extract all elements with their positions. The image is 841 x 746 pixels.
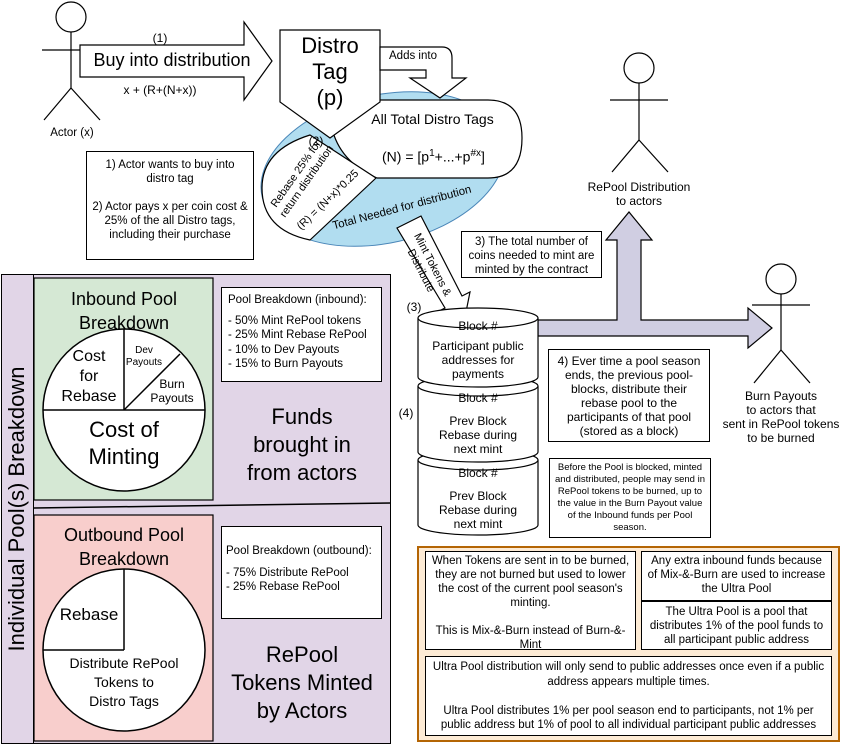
side-label-column: [1, 274, 34, 744]
distro-tag-title: Distro Tag (p): [301, 33, 359, 110]
outbound-breakdown-title: Pool Breakdown (outbound):: [226, 545, 372, 557]
inbound-title: Inbound Pool Breakdown: [70, 289, 178, 333]
pie-label-dev-payouts: Dev Payouts: [125, 345, 163, 368]
mint-tokens-arrow: [396, 215, 471, 323]
inbound-breakdown-title: Pool Breakdown (inbound):: [228, 294, 367, 306]
ultra-distribution-note: Ultra Pool distribution will only send t…: [425, 656, 832, 736]
inbound-breakdown-box: Pool Breakdown (inbound): - 50% Mint ReP…: [221, 287, 382, 382]
buy-arrow-label: Buy into distribution: [93, 50, 251, 70]
step-4-marker: (4): [398, 406, 414, 420]
all-total-distro-tags-title: All Total Distro Tags: [371, 111, 494, 127]
repool-distribution-arrow: [537, 211, 773, 350]
ultra-pool-note: The Ultra Pool is a pool that distribute…: [641, 601, 832, 650]
outbound-item: - 75% Distribute RePool: [226, 566, 349, 579]
block-cylinders: [417, 307, 539, 536]
pie-label-distribute-repool: Distribute RePool Tokens to Distro Tags: [69, 655, 179, 709]
note-burn: Before the Pool is blocked, minted and d…: [549, 458, 711, 538]
formula-sup-2: #x: [470, 148, 482, 159]
step-2-marker: (2): [308, 134, 324, 148]
block-2-body: Prev Block Rebase during next mint: [438, 414, 518, 456]
adds-into-label: Adds into: [389, 50, 437, 62]
outbound-breakdown-box: Pool Breakdown (outbound): - 75% Distrib…: [221, 526, 382, 619]
inbound-item: - 15% to Burn Payouts: [228, 358, 344, 370]
burn-actor-icon: [752, 263, 811, 384]
outbound-pie: [42, 568, 206, 732]
buy-formula: x + (R+(N+x)): [123, 83, 197, 97]
block-1-header: Block #: [458, 319, 498, 333]
formula-mid: +...+p: [434, 148, 471, 165]
inbound-caption: Funds brought in from actors: [246, 404, 358, 485]
mix-and-burn-note: When Tokens are sent in to be burned, th…: [425, 551, 636, 651]
outbound-caption: RePool Tokens Minted by Actors: [231, 642, 373, 723]
distro-tag-shape: [279, 29, 381, 139]
inbound-item: - 50% Mint RePool tokens: [228, 314, 361, 327]
step-3-marker: (3): [406, 300, 422, 314]
inbound-pie: [42, 328, 206, 492]
pie-label-rebase: Rebase: [59, 605, 119, 624]
block-1-body: Participant public addresses for payment…: [432, 339, 524, 381]
block-3-header: Block #: [458, 466, 498, 480]
repool-actor-icon: [610, 52, 669, 173]
note-steps-1-2: 1) Actor wants to buy into distro tag 2)…: [86, 151, 254, 260]
note-step-4: 4) Ever time a pool season ends, the pre…: [548, 349, 710, 442]
formula-sup-1: 1: [429, 148, 435, 159]
repool-actor-label: RePool Distribution to actors: [587, 180, 691, 208]
note-step-3: 3) The total number of coins needed to m…: [461, 231, 602, 278]
block-3-body: Prev Block Rebase during next mint: [438, 489, 518, 531]
formula-prefix: (N) = [p: [382, 148, 430, 165]
extra-funds-note: Any extra inbound funds because of Mix-&…: [641, 551, 832, 601]
outbound-item: - 25% Rebase RePool: [226, 581, 340, 593]
burn-actor-label: Burn Payouts to actors that sent in RePo…: [722, 389, 840, 445]
adds-into-arrow: [379, 46, 468, 99]
inbound-item: - 10% to Dev Payouts: [228, 343, 340, 356]
outbound-title: Outbound Pool Breakdown: [63, 525, 185, 569]
inbound-item: - 25% Mint Rebase RePool: [228, 329, 367, 341]
formula-suffix: ]: [481, 148, 485, 165]
actor-label: Actor (x): [50, 127, 94, 139]
total-tags-formula: (N) = [p1+...+p#x]: [382, 148, 485, 165]
pie-label-burn-payouts: Burn Payouts: [150, 377, 194, 405]
all-total-distro-tags-shape: [329, 99, 523, 179]
rebase-shape: [261, 134, 377, 241]
buy-arrow: [79, 20, 273, 102]
pie-label-cost-of-minting: Cost of Minting: [88, 417, 160, 469]
panel-divider: [33, 502, 392, 509]
actor-x-icon: [42, 1, 101, 121]
pie-label-cost-for-rebase: Cost for Rebase: [61, 348, 117, 405]
step-1-marker: (1): [152, 31, 168, 45]
block-2-header: Block #: [458, 391, 498, 405]
